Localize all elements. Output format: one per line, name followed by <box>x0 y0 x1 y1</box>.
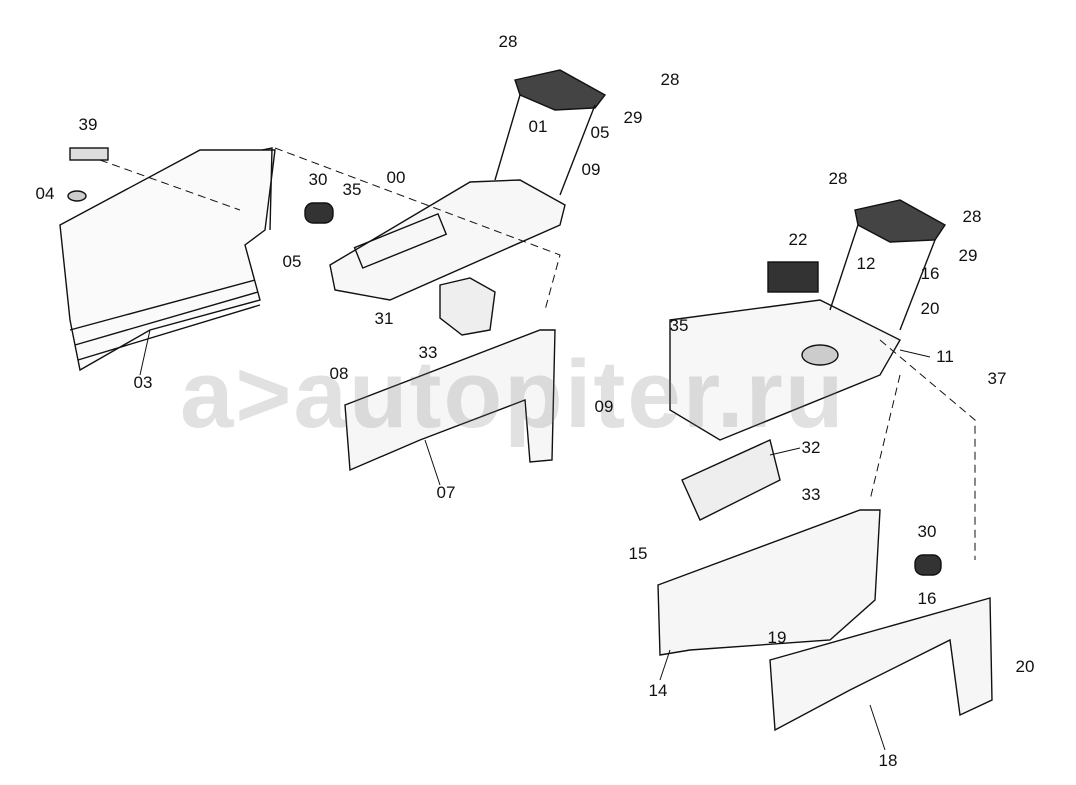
callout-39: 39 <box>78 115 98 134</box>
callout-28: 28 <box>660 70 680 89</box>
part-07-lower-cover <box>344 329 556 472</box>
part-30-grommet <box>304 202 334 224</box>
callout-35: 35 <box>669 316 689 335</box>
watermark: a>autopiter.ru <box>180 341 846 448</box>
callout-09: 09 <box>581 160 601 179</box>
part-14-cover <box>657 509 881 656</box>
callout-20: 20 <box>1015 657 1035 676</box>
callout-16: 16 <box>920 264 940 283</box>
callout-05: 05 <box>590 123 610 142</box>
callout-29: 29 <box>623 108 643 127</box>
callout-33: 33 <box>418 343 438 362</box>
callout-30: 30 <box>917 522 937 541</box>
callout-00: 00 <box>386 168 406 187</box>
part-00-console <box>329 179 566 301</box>
callout-03: 03 <box>133 373 153 392</box>
callout-07: 07 <box>436 483 456 502</box>
callout-01: 01 <box>528 117 548 136</box>
callout-12: 12 <box>856 254 876 273</box>
callout-09: 09 <box>594 397 614 416</box>
callout-28: 28 <box>498 32 518 51</box>
callout-28: 28 <box>828 169 848 188</box>
callout-08: 08 <box>329 364 349 383</box>
callout-04: 04 <box>35 184 55 203</box>
part-18-cover <box>769 597 993 732</box>
callout-22: 22 <box>788 230 808 249</box>
callout-31: 31 <box>374 309 394 328</box>
part-39-label-plate <box>69 147 109 161</box>
callout-37: 37 <box>987 369 1007 388</box>
callout-15: 15 <box>628 544 648 563</box>
callout-14: 14 <box>648 681 668 700</box>
callout-20: 20 <box>920 299 940 318</box>
part-29-bezel-right <box>854 199 947 243</box>
callout-32: 32 <box>801 438 821 457</box>
callout-18: 18 <box>878 751 898 770</box>
part-11-console <box>669 299 901 441</box>
part-03-left-cover <box>59 149 276 372</box>
callout-28: 28 <box>962 207 982 226</box>
part-22-switch <box>767 261 819 293</box>
callout-19: 19 <box>767 628 787 647</box>
callout-11: 11 <box>936 347 954 366</box>
callout-29: 29 <box>958 246 978 265</box>
callout-16: 16 <box>917 589 937 608</box>
part-29-bezel <box>514 69 607 111</box>
part-30-grommet-right <box>914 554 942 576</box>
part-04-clip <box>67 190 87 202</box>
callout-05: 05 <box>282 252 302 271</box>
part-31-box <box>439 277 496 336</box>
callout-30: 30 <box>308 170 328 189</box>
callout-33: 33 <box>801 485 821 504</box>
callout-35: 35 <box>342 180 362 199</box>
part-32-tray <box>681 439 781 521</box>
